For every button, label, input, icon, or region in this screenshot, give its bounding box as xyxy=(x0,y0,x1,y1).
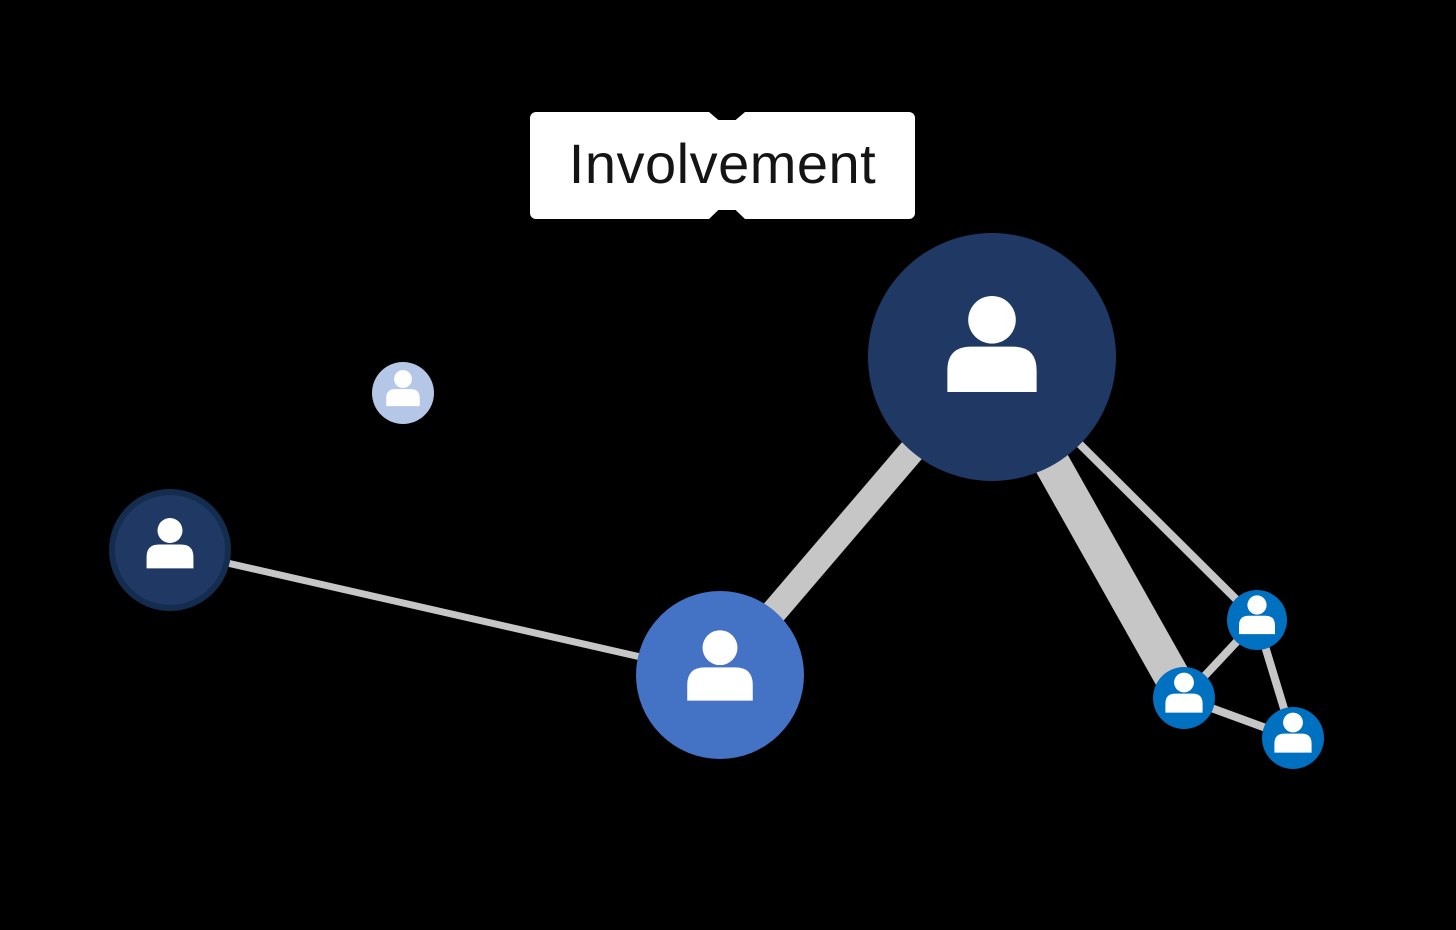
person-head xyxy=(157,517,183,543)
person-head xyxy=(1247,595,1267,615)
node-member-west xyxy=(109,489,231,611)
person-body xyxy=(1274,733,1312,753)
person-body xyxy=(947,346,1037,392)
node-member-mid xyxy=(636,591,804,759)
person-body xyxy=(386,389,420,407)
person-icon xyxy=(687,630,753,701)
person-icon xyxy=(1274,712,1312,753)
person-body xyxy=(687,667,753,701)
person-head xyxy=(702,630,738,666)
node-member-east-left xyxy=(1153,667,1215,729)
nodes-layer xyxy=(109,233,1324,769)
person-body xyxy=(1239,615,1275,635)
node-member-hub xyxy=(868,233,1116,481)
node-member-east-top xyxy=(1227,590,1287,650)
node-member-isolated xyxy=(372,362,434,424)
title-notch-bottom xyxy=(709,210,745,219)
person-icon xyxy=(146,517,194,569)
diagram-title: Involvement xyxy=(568,131,877,195)
person-head xyxy=(968,295,1016,344)
edge-member-west-member-mid xyxy=(169,546,721,679)
title-box: Involvement xyxy=(530,112,915,219)
node-member-east-bottom xyxy=(1262,707,1324,769)
person-icon xyxy=(1239,595,1275,635)
title-notch-top xyxy=(709,112,745,120)
person-body xyxy=(146,544,194,569)
person-head xyxy=(394,370,412,388)
person-icon xyxy=(386,370,420,407)
person-head xyxy=(1283,712,1303,733)
person-icon xyxy=(947,295,1037,392)
person-icon xyxy=(1165,672,1203,713)
person-body xyxy=(1165,693,1203,713)
person-head xyxy=(1174,672,1194,693)
